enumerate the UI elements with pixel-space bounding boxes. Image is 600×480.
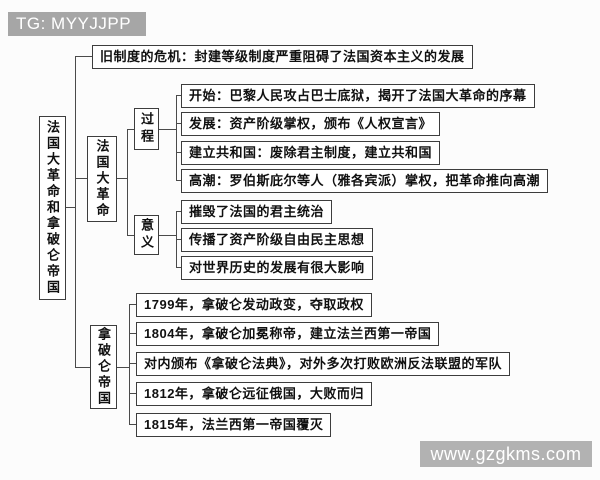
node-french-revolution: 法国大革命 <box>87 136 117 222</box>
connector-line <box>176 152 181 153</box>
leaf-process-republic: 建立共和国：废除君主制度，建立共和国 <box>181 141 441 165</box>
connector-line <box>117 367 129 368</box>
connector-line <box>159 235 176 236</box>
node-significance: 意义 <box>134 215 159 255</box>
node-process: 过程 <box>134 108 159 150</box>
connector-line <box>176 239 181 240</box>
leaf-process-climax: 高潮：罗伯斯庇尔等人（雅各宾派）掌权，把革命推向高潮 <box>181 169 549 193</box>
watermark-tg: TG: MYYJJPP <box>8 12 146 36</box>
connector-line <box>176 211 181 212</box>
root-node-french-revolution-and-napoleonic-empire: 法国大革命和拿破仑帝国 <box>39 116 66 300</box>
connector-line <box>75 56 76 368</box>
leaf-process-start: 开始：巴黎人民攻占巴士底狱，揭开了法国大革命的序幕 <box>181 84 535 108</box>
leaf-process-development: 发展：资产阶级掌权，颁布《人权宣言》 <box>181 112 441 136</box>
leaf-napoleon-1799-coup: 1799年，拿破仑发动政变，夺取政权 <box>136 293 372 317</box>
connector-line <box>117 178 127 179</box>
connector-line <box>159 129 176 130</box>
watermark-website: www.gzgkms.com <box>420 441 592 467</box>
leaf-napoleon-1815-collapse: 1815年，法兰西第一帝国覆灭 <box>136 413 332 437</box>
connector-line <box>127 129 128 235</box>
connector-line <box>176 95 181 96</box>
connector-line <box>66 207 75 208</box>
connector-line <box>75 178 87 179</box>
connector-line <box>129 393 136 394</box>
node-old-regime-crisis: 旧制度的危机：封建等级制度严重阻碍了法国资本主义的发展 <box>92 45 473 69</box>
leaf-napoleon-code-wars: 对内颁布《拿破仑法典》，对外多次打败欧洲反法联盟的军队 <box>136 352 511 376</box>
leaf-napoleon-1804-empire: 1804年，拿破仑加冕称帝，建立法兰西第一帝国 <box>136 322 440 346</box>
connector-line <box>127 129 134 130</box>
leaf-significance-ideas-spread: 传播了资产阶级自由民主思想 <box>181 228 373 252</box>
connector-line <box>129 304 136 305</box>
connector-line <box>176 267 181 268</box>
connector-line <box>176 95 177 181</box>
connector-line <box>75 56 92 57</box>
leaf-significance-world-influence: 对世界历史的发展有很大影响 <box>181 256 373 280</box>
leaf-napoleon-1812-russia: 1812年，拿破仑远征俄国，大败而归 <box>136 382 372 406</box>
connector-line <box>129 363 136 364</box>
connector-line <box>75 367 90 368</box>
connector-line <box>127 235 134 236</box>
connector-line <box>176 123 181 124</box>
connector-line <box>176 180 181 181</box>
node-napoleonic-empire: 拿破仑帝国 <box>90 325 117 409</box>
connector-line <box>129 424 136 425</box>
connector-line <box>129 333 136 334</box>
leaf-significance-monarchy-destroyed: 摧毁了法国的君主统治 <box>181 200 333 224</box>
connector-line <box>129 304 130 425</box>
